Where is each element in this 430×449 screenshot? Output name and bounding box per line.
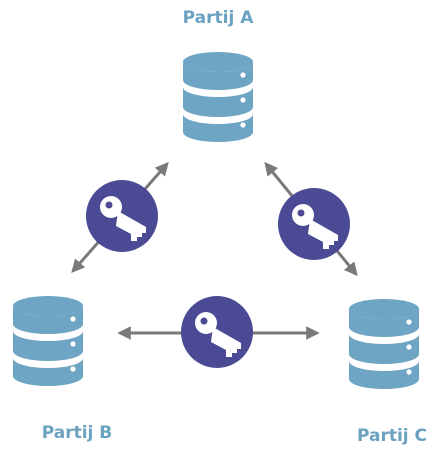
party-c-node [349,299,419,389]
party-c-label: Partij C [357,426,427,446]
party-b-node [13,296,83,386]
party-a-node [183,52,253,142]
database-icon [349,299,419,389]
database-icon [183,52,253,142]
party-b-label: Partij B [42,423,113,443]
key-badge-a-c [278,188,350,260]
database-icon [13,296,83,386]
key-badge-b-c [181,296,253,368]
party-a-label: Partij A [183,8,255,28]
key-badge-a-b [86,180,158,252]
